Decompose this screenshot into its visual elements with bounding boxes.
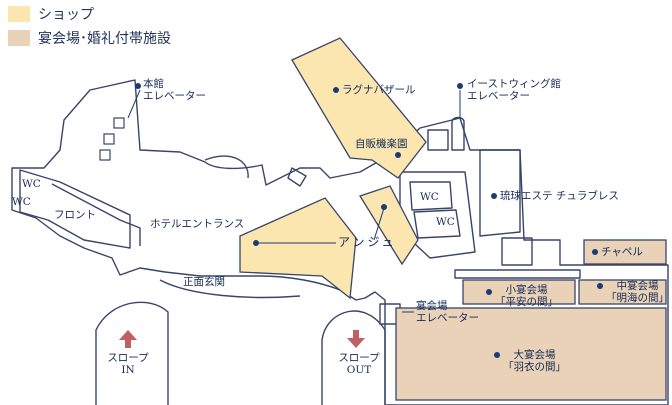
label-wc-left-1: WC — [22, 178, 41, 190]
hall-grand-hagoromo — [395, 307, 667, 401]
shop-anju-annex — [359, 185, 419, 266]
marker-esthe — [491, 193, 497, 199]
left-bump — [204, 155, 249, 179]
marker-small-hall — [486, 289, 492, 295]
label-anju: アンジュ — [338, 235, 397, 249]
label-laguna-bazaar: ラグナバザール — [342, 84, 416, 96]
marker-anju-annex — [381, 204, 387, 210]
marker-chapel — [592, 249, 598, 255]
label-small-hall: 小宴会場 「平安の間」 — [495, 284, 558, 308]
legend-swatch-shop — [8, 6, 30, 22]
slope-out-ramp — [321, 310, 386, 405]
esthe-block — [479, 149, 521, 237]
elevator-shaft-3 — [99, 149, 111, 161]
label-vending: 自販機楽園 — [355, 138, 408, 150]
corridor-front — [51, 183, 141, 246]
leader-anju-annex — [373, 207, 385, 241]
lobby-curve — [159, 279, 301, 299]
stair-east — [501, 237, 533, 266]
label-slope-out: スロープ OUT — [338, 352, 380, 376]
elevator-shaft-1 — [113, 117, 125, 129]
wing-left — [19, 169, 131, 249]
vending-room — [287, 167, 307, 187]
label-hotel-entrance: ホテルエントランス — [150, 218, 245, 230]
label-chapel: チャペル — [601, 246, 643, 258]
wc-center-2 — [413, 209, 461, 239]
marker-medium-hall — [597, 283, 603, 289]
label-honkan-elevator: 本館 エレベーター — [143, 78, 206, 102]
marker-vending — [395, 152, 401, 158]
eastwing-shaft — [451, 116, 465, 151]
building-outline — [11, 79, 669, 405]
label-grand-hall: 大宴会場 「羽衣の間」 — [503, 349, 566, 373]
label-ryukyu-esthe: 琉球エステ チュラブレス — [500, 190, 619, 202]
marker-grand-hall — [494, 352, 500, 358]
elevator-shaft-2 — [103, 133, 115, 145]
marker-laguna — [333, 87, 339, 93]
label-main-entrance: 正面玄関 — [183, 276, 225, 288]
label-banquet-elevator: 宴会場 エレベーター — [416, 300, 479, 324]
shop-laguna-bazaar — [291, 37, 427, 179]
marker-honkan — [135, 83, 141, 89]
legend-item-banquet: 宴会場･婚礼付帯施設 — [8, 28, 171, 48]
eastwing-stairs — [427, 129, 449, 151]
legend-swatch-banquet — [8, 30, 30, 46]
hall-small-heian — [462, 279, 576, 305]
leader-honkan-elevator — [127, 89, 141, 119]
slope-in-ramp — [95, 301, 169, 405]
label-front: フロント — [54, 209, 96, 221]
legend-label-shop: ショップ — [38, 7, 94, 23]
label-wc-left-2: WC — [12, 196, 31, 208]
wc-center-1 — [409, 181, 453, 211]
label-medium-hall: 中宴会場 「明海の間」 — [606, 280, 669, 304]
marker-anju — [253, 240, 259, 246]
slope-in-arrow-icon — [119, 330, 137, 348]
legend-item-shop: ショップ — [8, 4, 94, 24]
marker-eastwing — [457, 83, 463, 89]
label-wc-center-1: WC — [420, 191, 439, 203]
legend-label-banquet: 宴会場･婚礼付帯施設 — [38, 31, 171, 47]
label-eastwing-elevator: イーストウィング館 エレベーター — [467, 78, 561, 102]
label-slope-in: スロープ IN — [107, 352, 149, 376]
right-corridor — [454, 269, 581, 279]
shop-anju — [239, 197, 357, 300]
hall-medium-meikai — [578, 279, 667, 305]
slope-out-arrow-icon — [347, 330, 365, 348]
label-wc-center-2: WC — [436, 216, 455, 228]
